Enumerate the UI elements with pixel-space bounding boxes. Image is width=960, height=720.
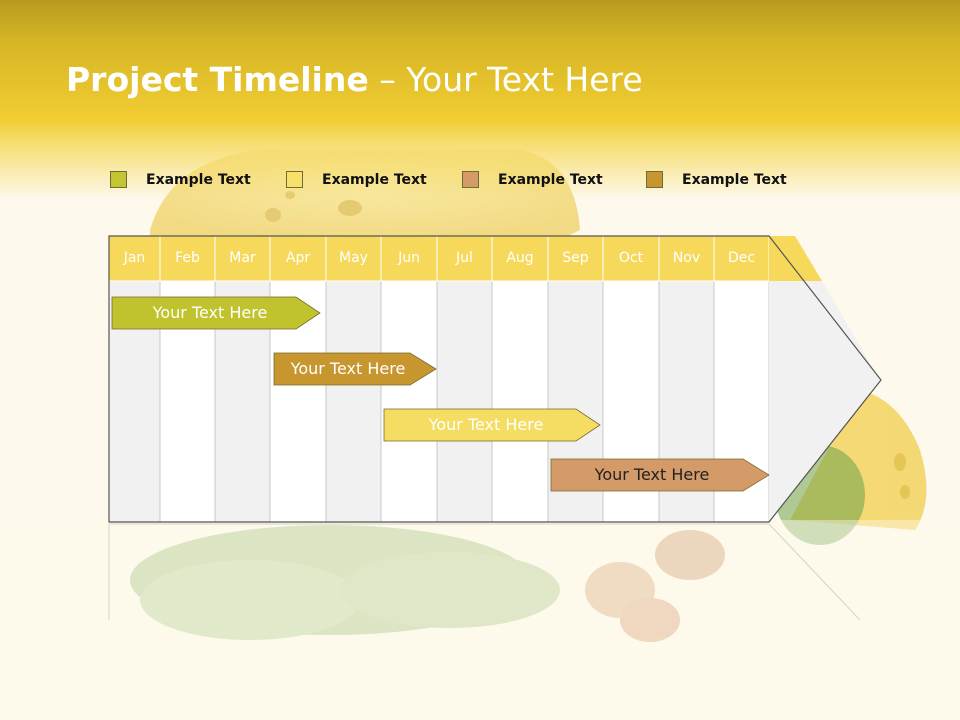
- month-column: [380, 280, 438, 523]
- month-header-cell: [108, 235, 161, 282]
- legend-swatch: [646, 171, 663, 188]
- timeline-bar: [550, 458, 770, 492]
- legend-swatch: [286, 171, 303, 188]
- legend-swatch: [462, 171, 479, 188]
- timeline-bar: [273, 352, 437, 386]
- month-label: May: [339, 250, 368, 266]
- arrow-head-header: [769, 236, 822, 281]
- legend-label: Example Text: [322, 172, 427, 188]
- title-rest: – Your Text Here: [368, 60, 643, 99]
- timeline-bar: [383, 408, 601, 442]
- legend-label: Example Text: [498, 172, 603, 188]
- month-header-cell: [713, 235, 770, 282]
- month-label: Dec: [727, 250, 756, 266]
- arrow-head-fill: [769, 281, 880, 522]
- legend-label: Example Text: [146, 172, 251, 188]
- legend-label: Example Text: [682, 172, 787, 188]
- month-label: Jan: [123, 250, 146, 266]
- legend-swatch: [110, 171, 127, 188]
- timeline-bar-label: Your Text Here: [428, 415, 544, 434]
- slide-title: Project Timeline – Your Text Here: [66, 60, 643, 99]
- timeline-bar-label: Your Text Here: [152, 303, 268, 322]
- month-header-cell: [325, 235, 382, 282]
- month-header-cell: [380, 235, 438, 282]
- timeline-bar-label: Your Text Here: [594, 465, 710, 484]
- legend-item: Example Text: [646, 170, 806, 190]
- month-label: Apr: [285, 250, 311, 266]
- month-label: Oct: [618, 250, 644, 266]
- arrow-reflection-line: [108, 523, 861, 621]
- month-header-cell: [214, 235, 271, 282]
- timeline-bars: [111, 296, 770, 492]
- month-label: Jul: [456, 250, 473, 266]
- month-label: Jun: [398, 250, 420, 266]
- month-header-cell: [547, 235, 604, 282]
- header-band: [0, 0, 960, 200]
- month-label: Nov: [672, 250, 701, 266]
- garlic-cloves: [585, 530, 725, 642]
- legend-item: Example Text: [462, 170, 622, 190]
- arrow-outline: [108, 235, 882, 523]
- month-label: Sep: [562, 250, 589, 266]
- arrow-reflection: [108, 523, 861, 621]
- legend-item: Example Text: [286, 170, 446, 190]
- legend-item: Example Text: [110, 170, 270, 190]
- month-column: [491, 280, 549, 523]
- lettuce: [130, 445, 865, 640]
- month-label: Feb: [175, 250, 200, 266]
- timeline-bar-label: Your Text Here: [290, 359, 406, 378]
- month-label: Mar: [229, 250, 256, 266]
- timeline-arrow: [108, 235, 882, 523]
- timeline-bar: [111, 296, 321, 330]
- month-label: Aug: [506, 250, 534, 266]
- title-bold: Project Timeline: [66, 60, 369, 99]
- month-header-cell: [602, 235, 660, 282]
- month-column: [436, 280, 493, 523]
- month-column: [325, 280, 382, 523]
